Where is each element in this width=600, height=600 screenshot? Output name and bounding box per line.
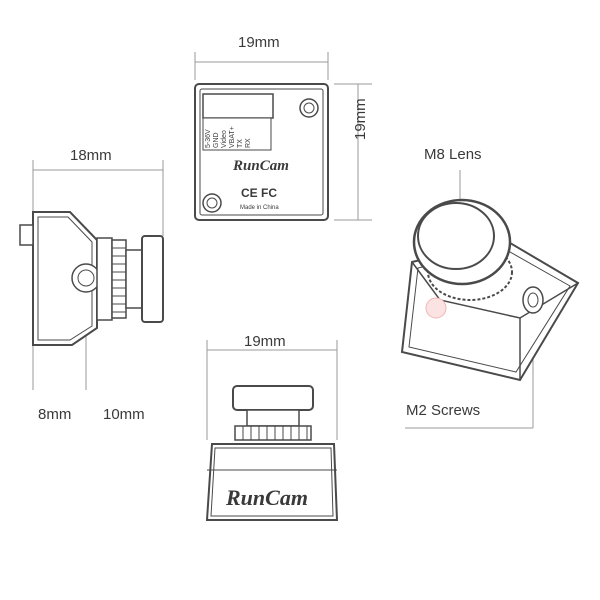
pin-labels: 5-36V GND Video VBAT+ TX RX bbox=[205, 126, 253, 148]
pin-label: TX bbox=[237, 139, 244, 148]
connector-box bbox=[202, 93, 274, 119]
side-length-label: 18mm bbox=[70, 147, 112, 164]
perspective-view bbox=[400, 170, 580, 429]
pin-label: GND bbox=[213, 132, 220, 148]
back-brand-logo: RunCam bbox=[233, 158, 289, 174]
front-brand-logo: RunCam bbox=[226, 485, 308, 510]
side-lens-cap bbox=[141, 235, 164, 323]
lens-callout-label: M8 Lens bbox=[424, 146, 482, 163]
front-lens-cap bbox=[232, 385, 314, 411]
front-body bbox=[205, 443, 339, 521]
pin-label: VBAT+ bbox=[229, 126, 236, 148]
pin-label: Video bbox=[221, 130, 228, 148]
side-body bbox=[32, 211, 98, 346]
pin-label: 5-36V bbox=[205, 129, 212, 148]
screws-callout-label: M2 Screws bbox=[406, 402, 481, 419]
back-width-label: 19mm bbox=[238, 34, 280, 51]
back-made-in: Made in China bbox=[240, 205, 279, 211]
side-lens-threads bbox=[111, 239, 127, 319]
side-segment-b-label: 10mm bbox=[103, 406, 145, 423]
back-height-label: 19mm bbox=[352, 98, 369, 140]
side-view bbox=[19, 160, 164, 390]
perspective-lens-face bbox=[417, 202, 495, 270]
back-cert-marks: CE FC bbox=[241, 186, 277, 200]
front-width-label: 19mm bbox=[244, 333, 286, 350]
front-view bbox=[205, 340, 339, 521]
front-lens-threads bbox=[234, 425, 312, 441]
pin-label: RX bbox=[245, 138, 252, 148]
pin-label-box bbox=[202, 117, 272, 151]
watermark-icon bbox=[425, 297, 447, 319]
back-view bbox=[194, 52, 372, 221]
side-segment-a-label: 8mm bbox=[38, 406, 72, 423]
